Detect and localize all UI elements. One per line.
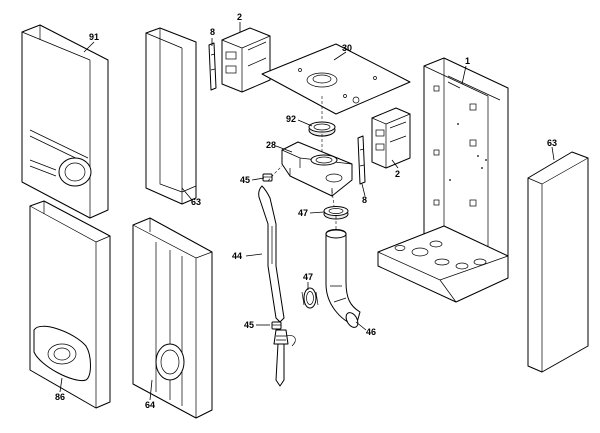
label-91: 91 <box>89 32 99 42</box>
label-8-middle: 8 <box>362 195 367 205</box>
label-47-lower: 47 <box>303 272 313 282</box>
part-45-nut-lower <box>271 321 282 330</box>
part-91-front-panel-upper <box>21 24 109 219</box>
part-44-tube <box>258 185 285 323</box>
part-46-flue-pipe <box>325 229 361 328</box>
label-46: 46 <box>366 327 376 337</box>
part-63-side-panel-right <box>527 151 589 373</box>
part-8-strip-upper <box>208 42 217 91</box>
label-63-left: 63 <box>191 197 201 207</box>
part-1-main-frame <box>377 57 509 303</box>
part-30-top-plate <box>261 43 411 115</box>
part-8-strip-middle <box>357 135 366 185</box>
part-coupling-cable <box>273 329 296 387</box>
label-45-lower: 45 <box>244 320 254 330</box>
label-63-right: 63 <box>547 138 557 148</box>
part-28-fan-housing <box>281 141 353 197</box>
part-47-ring-upper <box>323 206 349 220</box>
label-8-upper: 8 <box>210 27 215 37</box>
label-1: 1 <box>465 56 470 66</box>
part-86-front-panel-lower <box>29 200 111 409</box>
callout-labels: 91 63 2 8 30 1 92 28 45 47 8 2 63 44 47 … <box>55 12 557 410</box>
label-28: 28 <box>266 140 276 150</box>
part-47-clamp-lower <box>301 287 319 309</box>
label-47-upper: 47 <box>298 208 308 218</box>
label-30: 30 <box>342 43 352 53</box>
part-2-bracket-upper <box>221 27 271 93</box>
part-63-side-panel-left <box>145 27 197 205</box>
part-45-nut-upper <box>262 173 273 182</box>
leader-lines <box>59 22 555 401</box>
label-2-middle: 2 <box>395 169 400 179</box>
part-2-bracket-middle <box>371 107 411 169</box>
label-64: 64 <box>145 400 155 410</box>
part-92-ring <box>308 121 336 137</box>
part-64-front-panel-lower-2 <box>132 217 213 419</box>
label-92: 92 <box>286 114 296 124</box>
label-86: 86 <box>55 392 65 402</box>
label-45-upper: 45 <box>240 175 250 185</box>
label-2-upper: 2 <box>237 12 242 22</box>
label-44: 44 <box>232 251 242 261</box>
